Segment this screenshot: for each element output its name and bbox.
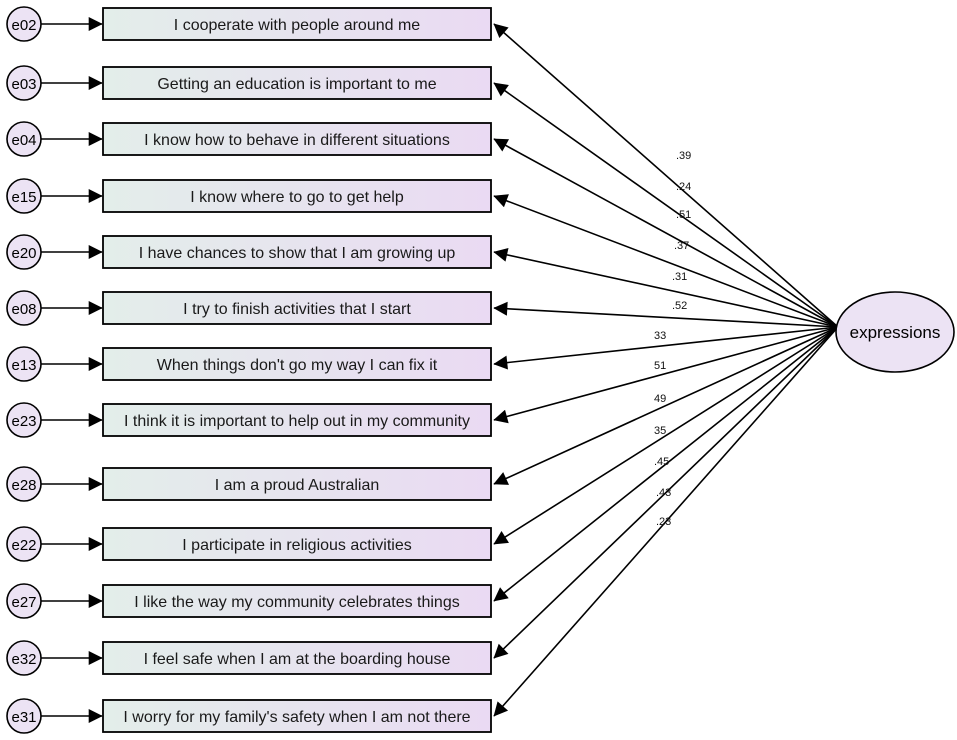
loading-path	[493, 326, 839, 545]
error-term-label: e28	[11, 477, 36, 494]
indicator-box	[102, 403, 492, 437]
indicator-label: I worry for my family's safety when I am…	[123, 709, 470, 726]
indicator-label: Getting an education is important to me	[157, 76, 436, 93]
loading-coefficient: 51	[654, 360, 666, 372]
indicator-row: e28 I am a proud Australian	[6, 466, 492, 502]
indicator-box	[102, 7, 492, 41]
loading-path	[493, 326, 839, 424]
indicator-label: I know where to go to get help	[190, 189, 404, 206]
loading-paths: .39 .24 .51 .37 .31 .52 33 51 49 35 .45 .43 .23	[493, 23, 839, 717]
indicator-box	[102, 66, 492, 100]
indicator-label: I know how to behave in different situat…	[144, 132, 450, 149]
indicator-items: e02 I cooperate with people around me e03 G…	[6, 6, 492, 734]
indicator-box	[102, 641, 492, 675]
indicator-row: e15 I know where to go to get help	[6, 178, 492, 214]
loading-path	[493, 82, 839, 328]
loading-coefficient: .31	[672, 271, 687, 283]
loading-path	[493, 23, 839, 328]
loading-path	[493, 247, 839, 328]
loading-coefficient: .52	[672, 300, 687, 312]
indicator-row: e02 I cooperate with people around me	[6, 6, 492, 42]
loading-coefficient: .37	[674, 240, 689, 252]
loading-coefficient: .24	[676, 181, 691, 193]
indicator-box	[102, 527, 492, 561]
error-term-label: e13	[11, 357, 36, 374]
loading-path	[493, 326, 839, 717]
indicator-row: e04 I know how to behave in different sit…	[6, 121, 492, 157]
loading-path	[493, 326, 839, 485]
loading-coefficient: 49	[654, 393, 666, 405]
loading-path	[493, 301, 839, 328]
indicator-label: I feel safe when I am at the boarding ho…	[144, 651, 451, 668]
error-term-label: e31	[11, 709, 36, 726]
indicator-box	[102, 347, 492, 381]
loading-path	[493, 326, 839, 659]
error-term-label: e23	[11, 413, 36, 430]
indicator-box	[102, 699, 492, 733]
indicator-row: e23 I think it is important to help out i…	[6, 402, 492, 438]
indicator-label: I think it is important to help out in m…	[124, 413, 470, 430]
loading-coefficient: .51	[676, 209, 691, 221]
loading-path	[493, 326, 839, 370]
error-term-label: e02	[11, 17, 36, 34]
indicator-row: e20 I have chances to show that I am grow…	[6, 234, 492, 270]
indicator-row: e08 I try to finish activities that I sta…	[6, 290, 492, 326]
latent-factor-ellipse	[835, 291, 955, 373]
indicator-row: e22 I participate in religious activities	[6, 526, 492, 562]
indicator-row: e32 I feel safe when I am at the boarding…	[6, 640, 492, 676]
error-term-label: e03	[11, 76, 36, 93]
indicator-label: I like the way my community celebrates t…	[134, 594, 459, 611]
error-term-label: e27	[11, 594, 36, 611]
error-term-label: e04	[11, 132, 36, 149]
error-term-label: e20	[11, 245, 36, 262]
latent-factor-label: expressions	[850, 323, 941, 342]
loading-path	[493, 138, 839, 328]
error-term-label: e15	[11, 189, 36, 206]
loading-coefficient: .43	[656, 487, 671, 499]
loading-coefficient: 33	[654, 330, 666, 342]
indicator-label: I participate in religious activities	[182, 537, 411, 554]
loading-path	[493, 326, 839, 602]
loading-coefficient: 35	[654, 425, 666, 437]
indicator-row: e03 Getting an education is important to …	[6, 65, 492, 101]
indicator-box	[102, 584, 492, 618]
indicator-label: I cooperate with people around me	[174, 17, 420, 34]
loading-coefficient: .39	[676, 150, 691, 162]
loading-path	[493, 194, 839, 328]
indicator-box	[102, 235, 492, 269]
error-term-label: e32	[11, 651, 36, 668]
error-term-label: e22	[11, 537, 36, 554]
indicator-row: e27 I like the way my community celebrate…	[6, 583, 492, 619]
indicator-label: When things don't go my way I can fix it	[157, 357, 438, 374]
indicator-box	[102, 467, 492, 501]
loading-coefficient: .23	[656, 516, 671, 528]
loading-coefficient: .45	[654, 456, 669, 468]
error-term-label: e08	[11, 301, 36, 318]
indicator-row: e13 When things don't go my way I can fix…	[6, 346, 492, 382]
indicator-box	[102, 179, 492, 213]
indicator-label: I have chances to show that I am growing…	[139, 245, 456, 262]
indicator-box	[102, 291, 492, 325]
indicator-label: I try to finish activities that I start	[183, 301, 411, 318]
indicator-label: I am a proud Australian	[215, 477, 380, 494]
indicator-row: e31 I worry for my family's safety when I…	[6, 698, 492, 734]
indicator-box	[102, 122, 492, 156]
latent-factor: expressions	[835, 291, 955, 373]
